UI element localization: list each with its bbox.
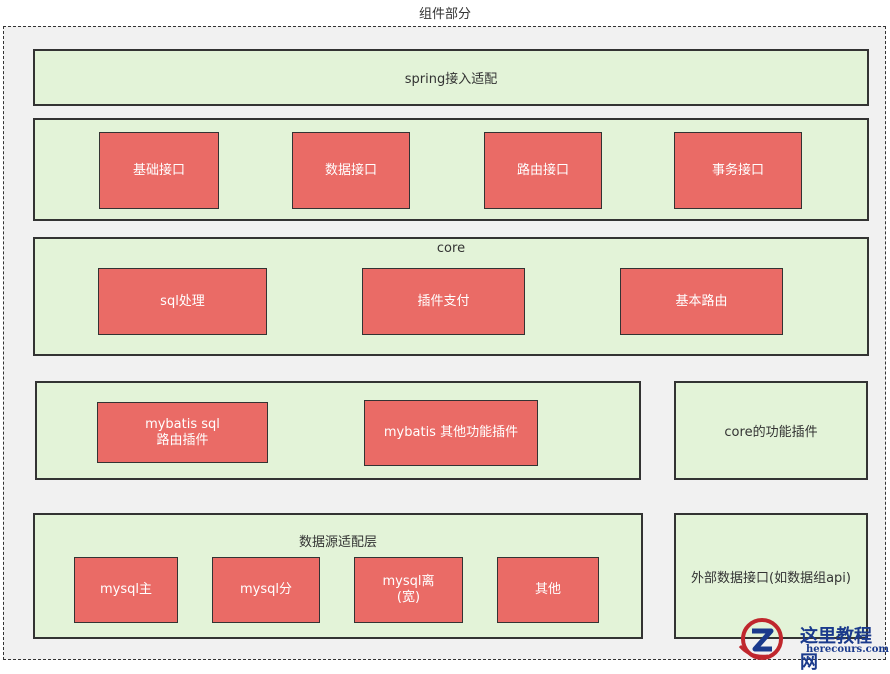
mybatis-sql-route-plugin-line2: 路由插件 [156, 432, 209, 448]
watermark-text-en: herecours.com [806, 644, 890, 655]
data-interface-box: 数据接口 [292, 132, 410, 209]
datasource-adapter-label: 数据源适配层 [298, 535, 377, 550]
mysql-master-box: mysql主 [74, 557, 178, 623]
basic-routing-box: 基本路由 [620, 268, 783, 335]
other-datasource-box: 其他 [497, 557, 599, 623]
mysql-shard-box: mysql分 [212, 557, 320, 623]
external-data-interface-label: 外部数据接口(如数据组api) [691, 570, 851, 586]
site-watermark-logo: 这里教程网 herecours.com [738, 616, 890, 673]
mybatis-sql-route-plugin-line1: mybatis sql [145, 416, 220, 432]
diagram-title: 组件部分 [418, 7, 471, 22]
core-function-plugin-label: core的功能插件 [724, 425, 818, 440]
mybatis-sql-route-plugin-box: mybatis sql 路由插件 [97, 402, 268, 463]
sql-processing-box: sql处理 [98, 268, 267, 335]
transaction-interface-box: 事务接口 [674, 132, 802, 209]
mysql-offline-box: mysql离 (宽) [354, 557, 463, 623]
spring-adapter-layer: spring接入适配 [33, 49, 869, 106]
plugin-payment-box: 插件支付 [362, 268, 525, 335]
core-function-plugin-box: core的功能插件 [674, 381, 868, 480]
mysql-offline-line2: (宽) [396, 590, 421, 605]
mysql-offline-line1: mysql离 [382, 574, 435, 589]
route-interface-box: 路由接口 [484, 132, 602, 209]
core-label: core [436, 241, 466, 256]
mybatis-other-plugin-box: mybatis 其他功能插件 [364, 400, 538, 466]
basic-interface-box: 基础接口 [99, 132, 219, 209]
z-logo-icon [738, 618, 783, 660]
spring-adapter-label: spring接入适配 [404, 72, 498, 87]
external-data-interface-box: 外部数据接口(如数据组api) [674, 513, 868, 639]
